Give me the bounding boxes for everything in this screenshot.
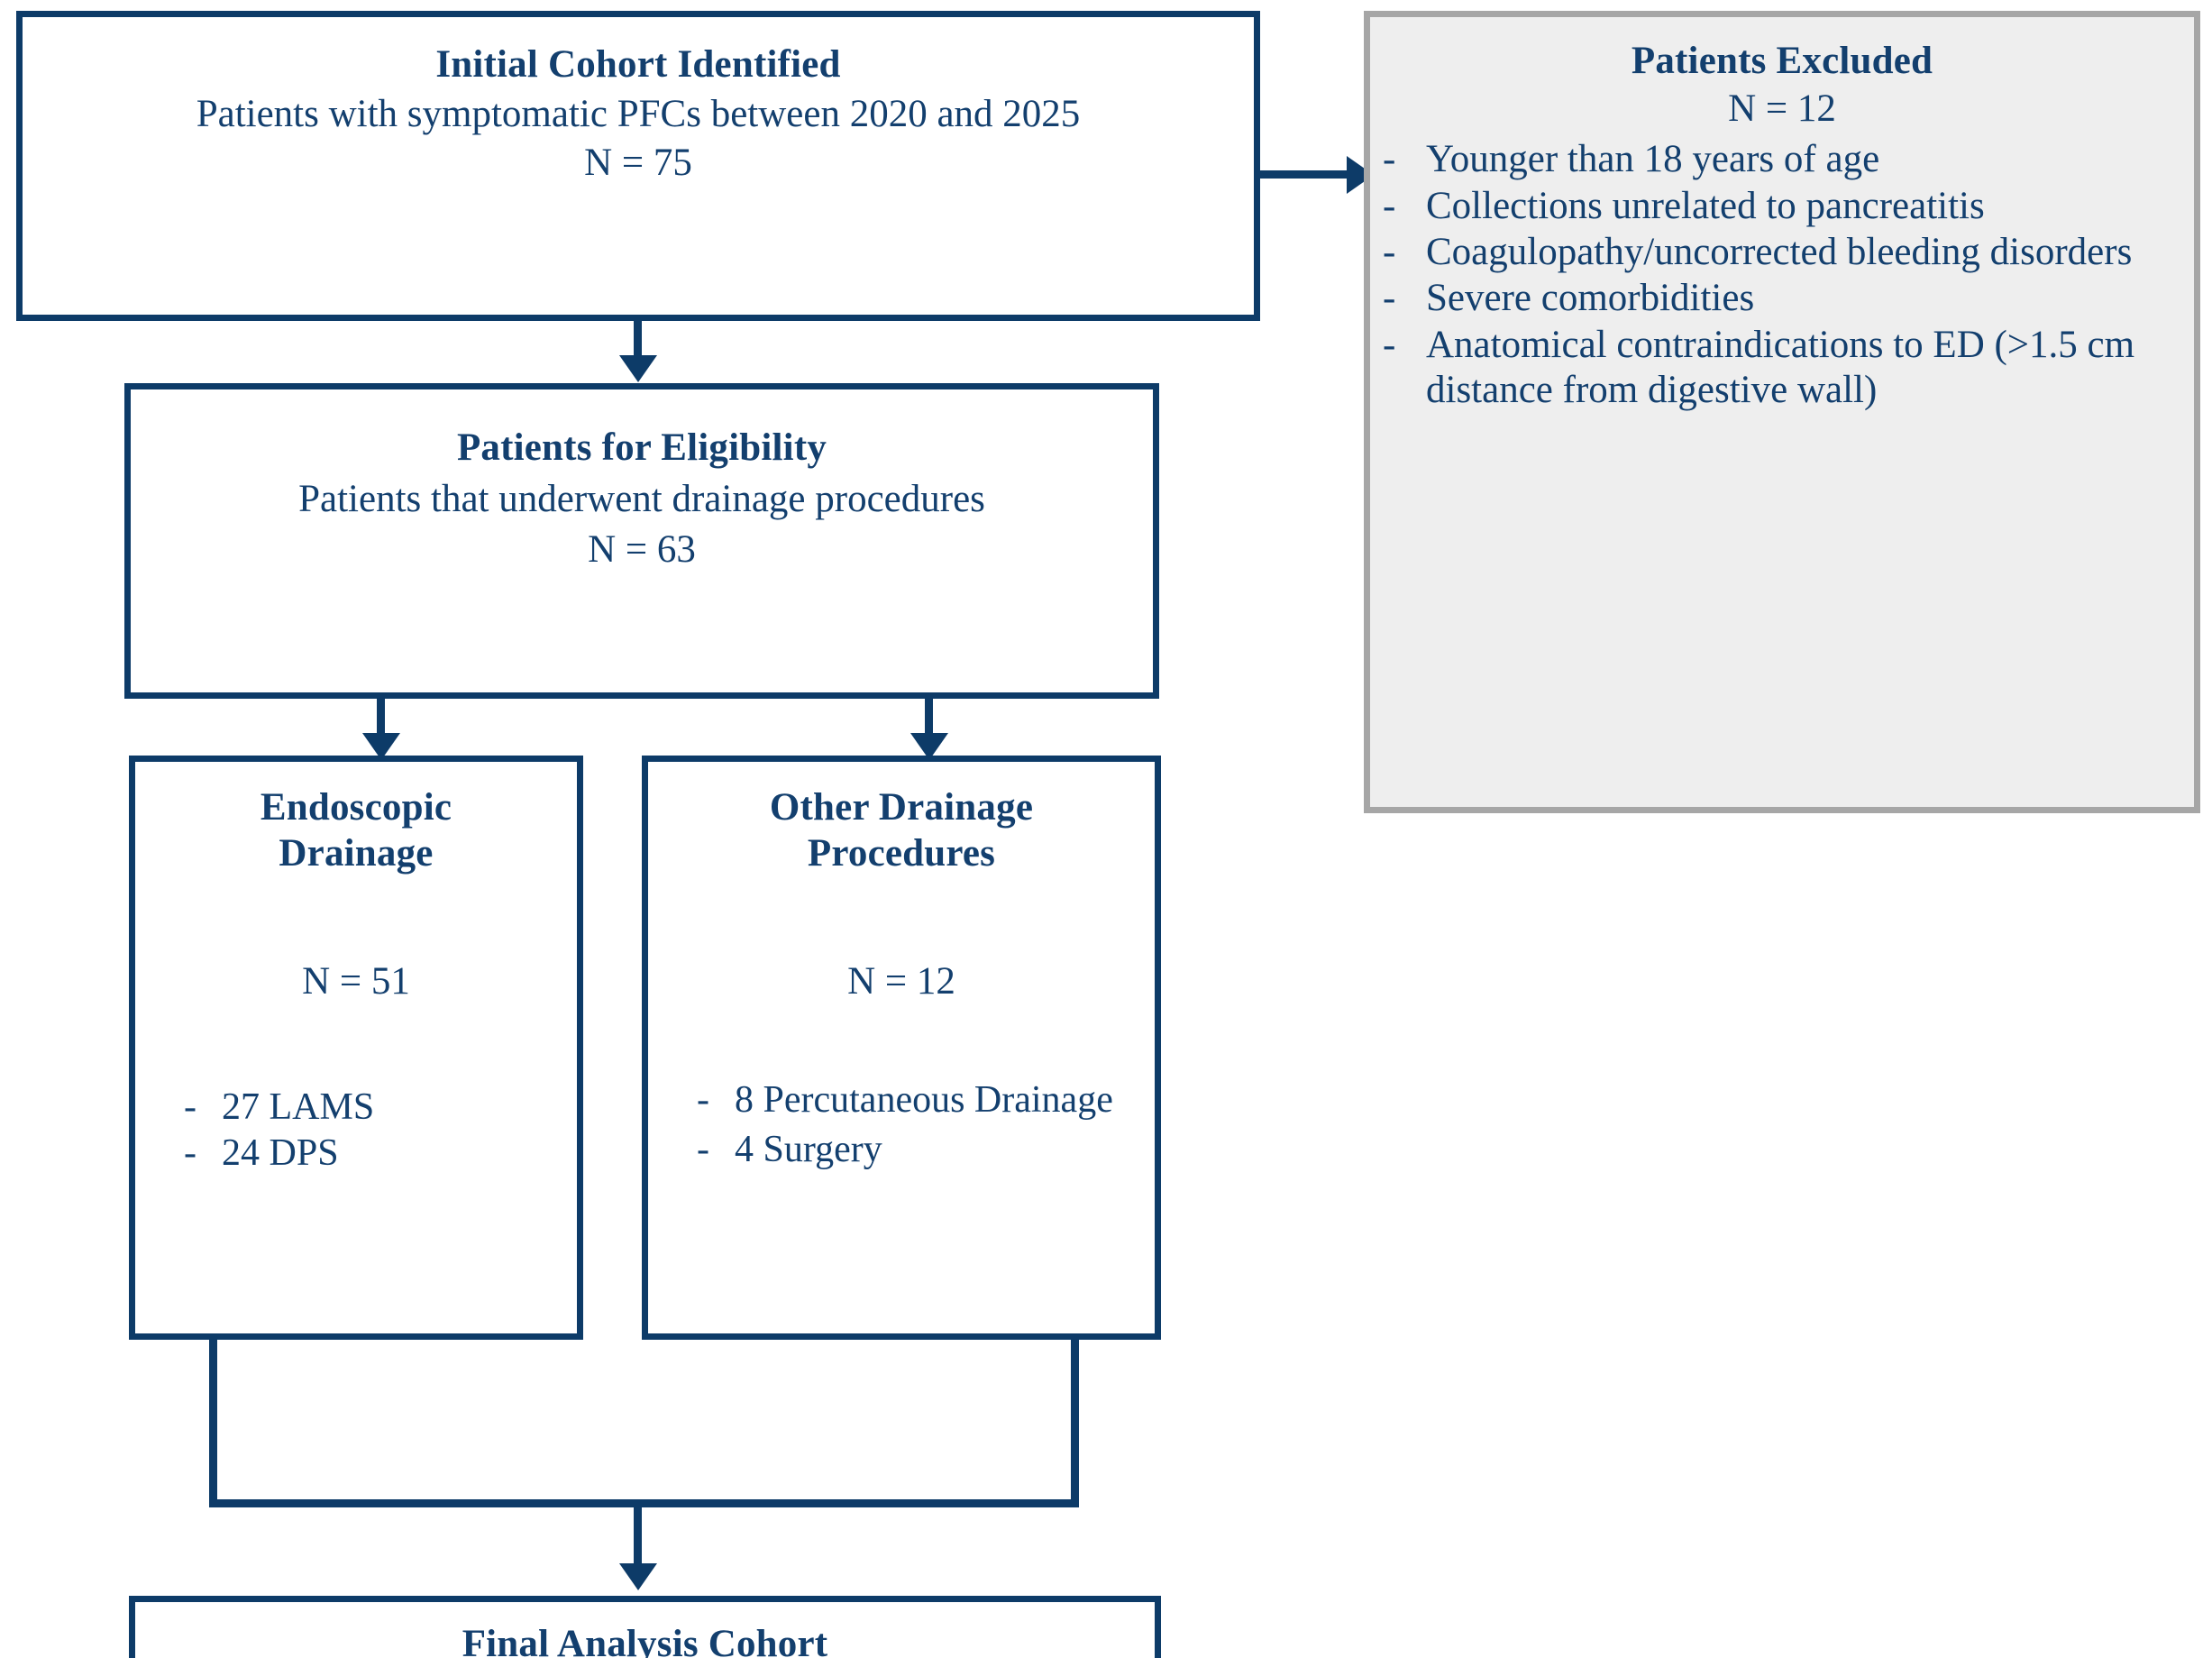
eligibility-title: Patients for Eligibility (456, 426, 827, 469)
arrow-initial-to-eligibility (619, 355, 657, 382)
list-item: - Coagulopathy/uncorrected bleeding diso… (1370, 230, 2181, 275)
connector-merge-bar (209, 1499, 1079, 1507)
initial-cohort-description: Patients with symptomatic PFCs between 2… (196, 92, 1081, 135)
endoscopic-title-line-1: Endoscopic (260, 786, 452, 829)
node-other-drainage-procedures: Other Drainage Procedures N = 12 - 8 Per… (642, 756, 1161, 1340)
node-final-analysis-cohort: Final Analysis Cohort N = 63 (129, 1596, 1161, 1658)
excluded-count: N = 12 (1728, 87, 1836, 130)
list-item: - 8 Percutaneous Drainage (688, 1077, 1155, 1122)
list-item-label: Younger than 18 years of age (1426, 138, 1880, 181)
list-item: - Anatomical contraindications to ED (>1… (1370, 323, 2181, 414)
node-initial-cohort: Initial Cohort Identified Patients with … (16, 11, 1260, 321)
excluded-title: Patients Excluded (1631, 40, 1933, 82)
bullet-dash-icon: - (1383, 231, 1396, 274)
other-title-line-1: Other Drainage (769, 786, 1034, 829)
bullet-dash-icon: - (1383, 323, 1396, 366)
bullet-dash-icon: - (1383, 277, 1396, 320)
node-patients-excluded: Patients Excluded N = 12 - Younger than … (1364, 11, 2200, 813)
eligibility-count: N = 63 (588, 528, 696, 572)
list-item-label: 24 DPS (222, 1131, 339, 1174)
connector-other-down (1071, 1340, 1079, 1507)
list-item-label: Severe comorbidities (1426, 277, 1755, 320)
initial-cohort-title: Initial Cohort Identified (435, 43, 841, 86)
list-item-label: 27 LAMS (222, 1086, 375, 1129)
initial-cohort-count: N = 75 (584, 142, 692, 185)
bullet-dash-icon: - (1383, 138, 1396, 181)
list-item: - Severe comorbidities (1370, 276, 2181, 321)
endoscopic-item-list: - 27 LAMS - 24 DPS (135, 1085, 577, 1176)
bullet-dash-icon: - (1383, 184, 1396, 227)
connector-initial-to-eligibility (634, 321, 642, 359)
endoscopic-count: N = 51 (302, 960, 410, 1003)
list-item-label: 4 Surgery (735, 1128, 882, 1170)
list-item-label: Coagulopathy/uncorrected bleeding disord… (1426, 231, 2133, 274)
list-item-label: Collections unrelated to pancreatitis (1426, 184, 1985, 227)
other-count: N = 12 (847, 960, 955, 1003)
excluded-reason-list: - Younger than 18 years of age - Collect… (1370, 137, 2194, 413)
bullet-dash-icon: - (697, 1128, 709, 1170)
connector-eligibility-to-other (925, 699, 933, 742)
list-item: - Collections unrelated to pancreatitis (1370, 184, 2181, 229)
list-item: - 24 DPS (175, 1131, 577, 1176)
connector-initial-to-excluded (1260, 170, 1368, 179)
eligibility-description: Patients that underwent drainage procedu… (298, 477, 985, 520)
bullet-dash-icon: - (697, 1079, 709, 1122)
connector-merge-to-final (634, 1499, 642, 1570)
final-cohort-title: Final Analysis Cohort (462, 1623, 828, 1658)
list-item: - Younger than 18 years of age (1370, 137, 2181, 182)
bullet-dash-icon: - (184, 1131, 197, 1174)
node-patients-for-eligibility: Patients for Eligibility Patients that u… (124, 383, 1159, 699)
endoscopic-title-line-2: Drainage (279, 831, 434, 875)
connector-endoscopic-down (209, 1340, 217, 1507)
bullet-dash-icon: - (184, 1086, 197, 1129)
other-item-list: - 8 Percutaneous Drainage - 4 Surgery (648, 1077, 1155, 1172)
connector-eligibility-to-endoscopic (377, 699, 385, 742)
node-endoscopic-drainage: Endoscopic Drainage N = 51 - 27 LAMS - 2… (129, 756, 583, 1340)
arrow-merge-to-final (619, 1563, 657, 1590)
other-title-line-2: Procedures (807, 831, 996, 875)
list-item: - 4 Surgery (688, 1127, 1155, 1172)
list-item-label: Anatomical contraindications to ED (>1.5… (1426, 323, 2135, 411)
list-item: - 27 LAMS (175, 1085, 577, 1130)
list-item-label: 8 Percutaneous Drainage (735, 1079, 1113, 1122)
